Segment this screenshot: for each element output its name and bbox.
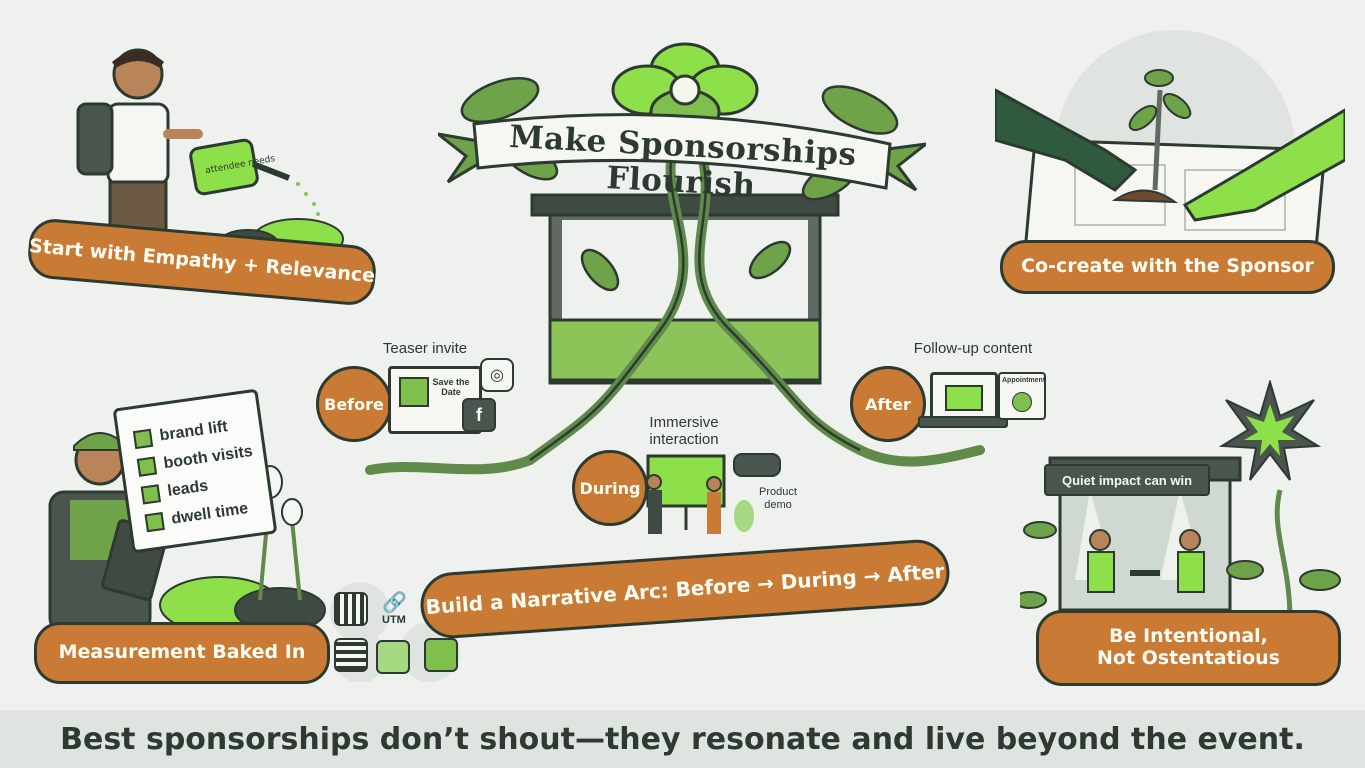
co-create-illustration (995, 30, 1345, 270)
quiet-impact-text: Quiet impact can win (1061, 472, 1193, 488)
measurement-icon-cluster: 🔗 UTM (320, 582, 470, 682)
teaser-invite-caption: Teaser invite (382, 340, 468, 357)
save-the-date-text: Save the Date (432, 377, 470, 398)
link-icon: 🔗 (382, 592, 407, 614)
checklist-item: dwell time (170, 500, 250, 528)
laptop-base (918, 416, 1008, 428)
envelope-icon (945, 385, 983, 411)
stage-before-label: Before (324, 394, 384, 414)
title-banner: Make Sponsorships Flourish (438, 104, 926, 204)
stage-before: Before (316, 366, 392, 442)
vr-headset-icon (733, 453, 781, 477)
appointment-calendar: Appointment (998, 372, 1046, 420)
quiet-impact-sign: Quiet impact can win (1044, 464, 1210, 496)
calendar-icon (399, 377, 429, 407)
intentional-label-line1: Be Intentional, (1109, 625, 1268, 648)
checklist-item: leads (166, 477, 210, 500)
measurement-ribbon: Measurement Baked In (34, 622, 330, 684)
envelope-laptop (930, 372, 998, 420)
intentional-label-line2: Not Ostentatious (1097, 647, 1280, 669)
immersive-caption-line1: Immersive (649, 414, 719, 431)
qr-code-icon (334, 638, 368, 672)
checklist-item: brand lift (158, 418, 229, 445)
measurement-checklist: brand lift booth visits leads dwell time (112, 388, 278, 554)
co-create-label: Co-create with the Sponsor (1021, 255, 1314, 278)
stage-during-label: During (579, 478, 641, 498)
immersive-demo-illustration (646, 453, 781, 534)
footer-banner: Best sponsorships don’t shout—they reson… (0, 710, 1365, 768)
notes-icon (424, 638, 458, 672)
co-create-ribbon: Co-create with the Sponsor (1000, 240, 1335, 294)
instagram-icon: ◎ (480, 358, 514, 392)
immersive-caption-line2: interaction (649, 431, 719, 448)
footer-tagline: Best sponsorships don’t shout—they reson… (60, 721, 1305, 757)
follow-up-caption: Follow-up content (913, 340, 1033, 357)
stage-after-label: After (865, 394, 911, 414)
facebook-icon: f (462, 398, 496, 432)
stage-after: After (850, 366, 926, 442)
appointment-text: Appointment (1002, 377, 1046, 384)
qr-code-icon (334, 592, 368, 626)
id-badge-icon (376, 640, 410, 674)
calendar-icon (1012, 392, 1032, 412)
utm-label: UTM (382, 614, 406, 626)
quiet-impact-illustration (1020, 380, 1341, 621)
intentional-ribbon: Be Intentional, Not Ostentatious (1036, 610, 1341, 686)
product-demo-line2: demo (764, 499, 792, 511)
stage-during: During (572, 450, 648, 526)
checklist-item: booth visits (162, 442, 254, 473)
product-demo-line1: Product (759, 486, 797, 498)
measurement-label: Measurement Baked In (58, 641, 306, 664)
